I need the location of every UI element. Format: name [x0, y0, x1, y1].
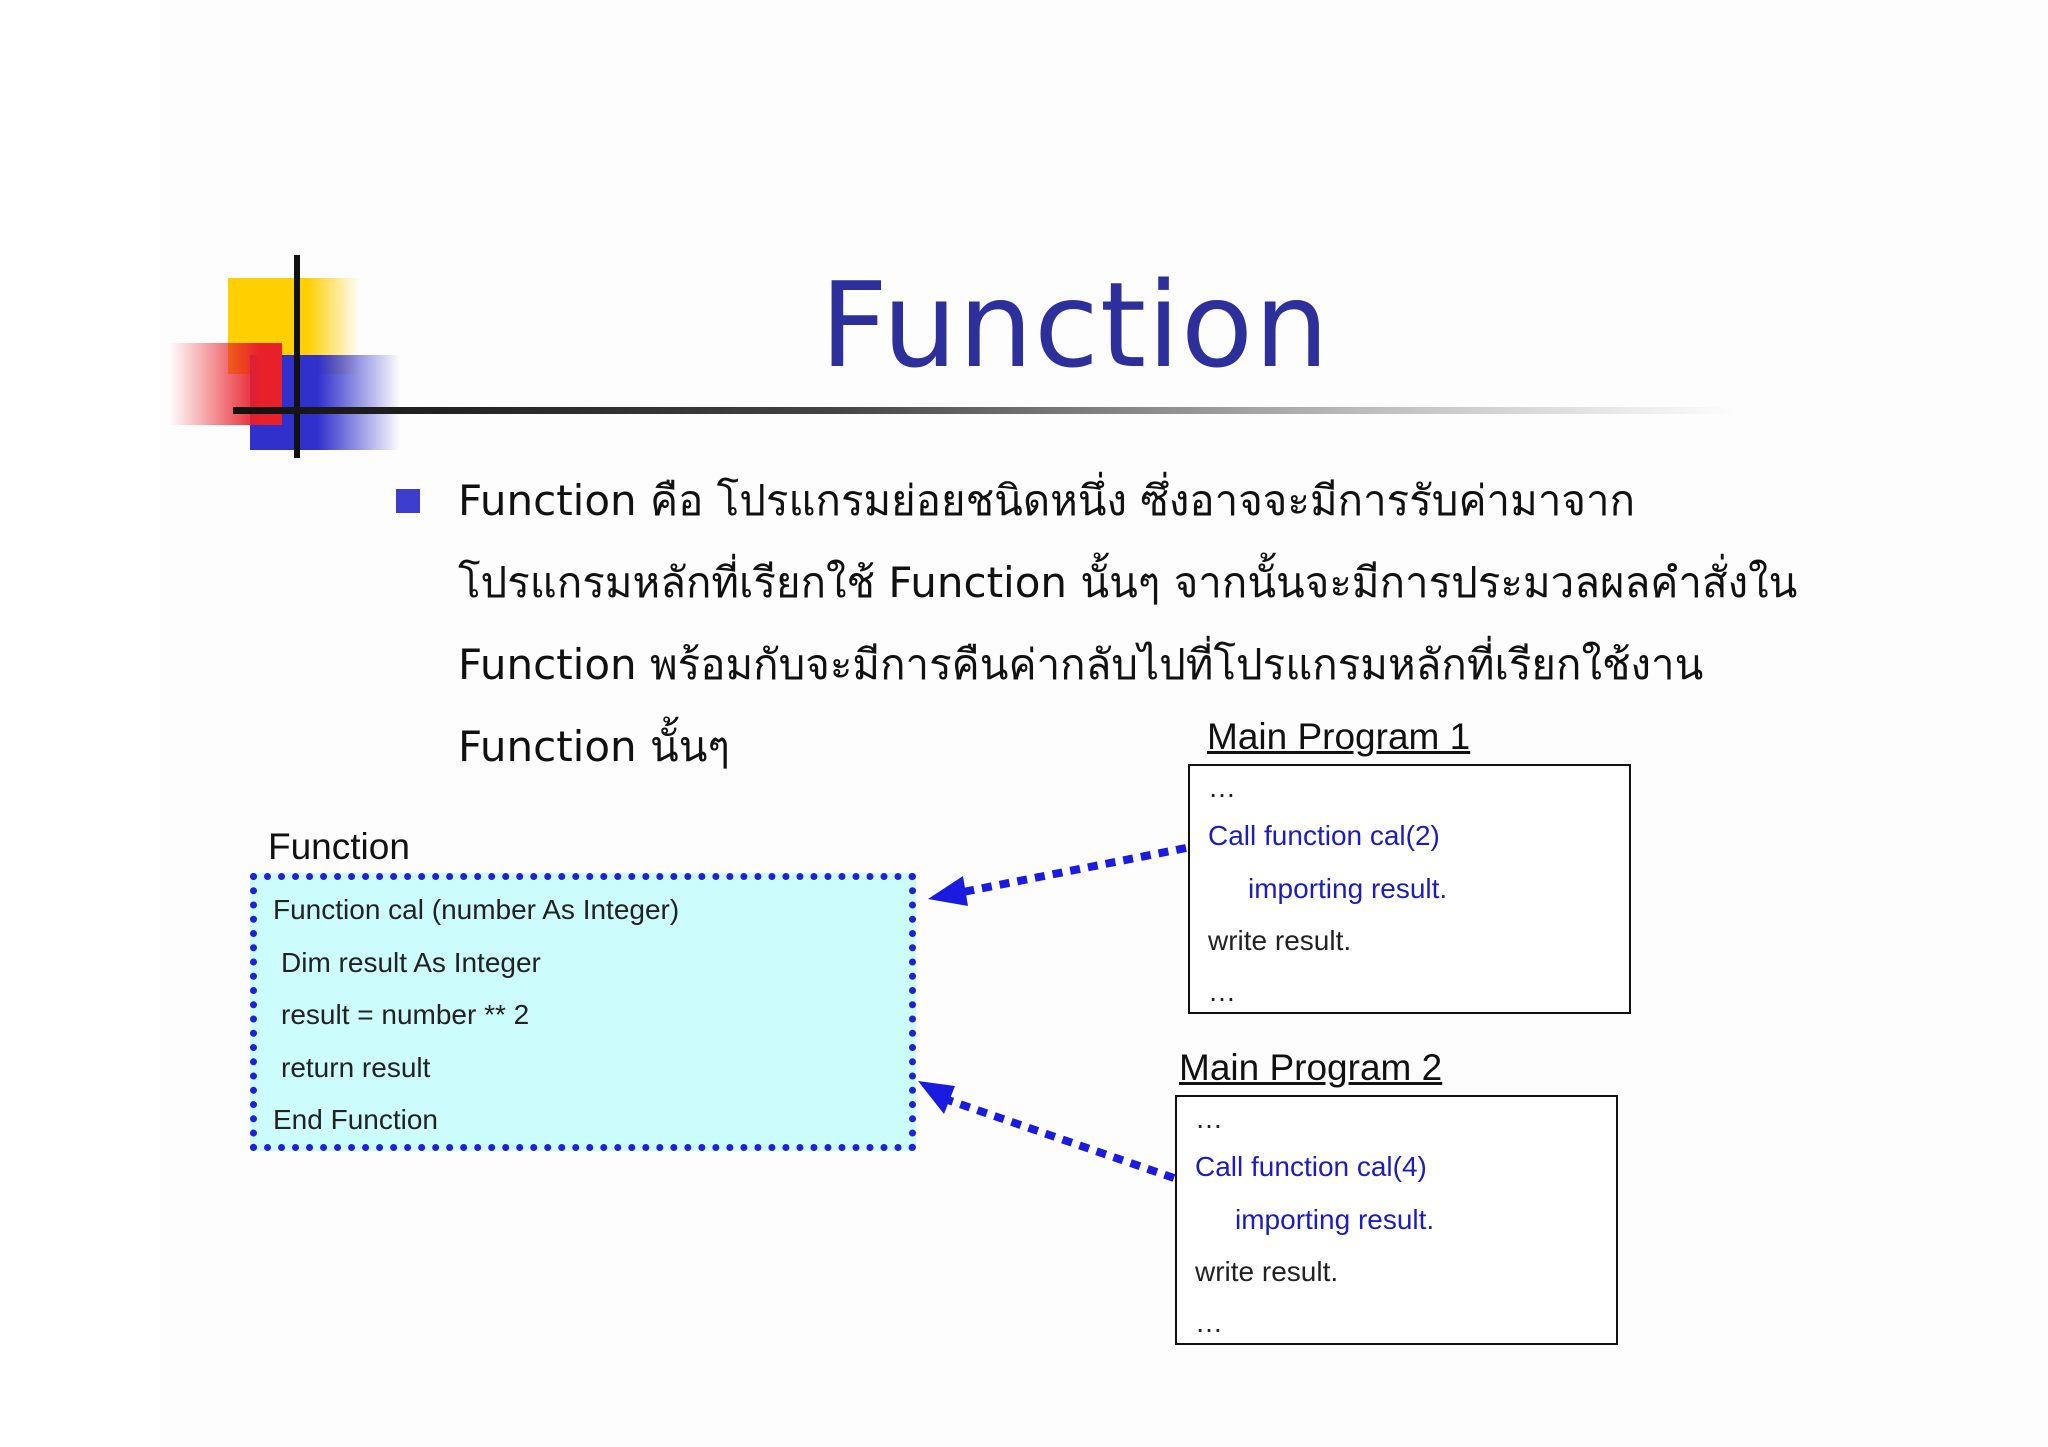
bullet-line: Function นั้นๆ — [458, 706, 1858, 788]
program-code-line: write result. — [1208, 925, 1351, 957]
bullet-line: โปรแกรมหลักที่เรียกใช้ Function นั้นๆ จา… — [458, 542, 1858, 624]
function-code-line: Dim result As Integer — [281, 947, 541, 979]
function-code-line: End Function — [273, 1104, 438, 1136]
function-code-line: Function cal (number As Integer) — [273, 894, 679, 926]
page-title: Function — [820, 260, 1300, 390]
program-code-line: Call function cal(2) — [1208, 820, 1440, 852]
bullet-paragraph: Function คือ โปรแกรมย่อยชนิดหนึ่ง ซึ่งอา… — [458, 460, 1858, 788]
vertical-line — [294, 255, 300, 458]
program-code-line: … — [1208, 772, 1236, 804]
program-code-line: Call function cal(4) — [1195, 1151, 1427, 1183]
program-code-line: … — [1195, 1307, 1223, 1339]
function-box-label: Function — [268, 826, 410, 868]
main-program-2-box: … Call function cal(4) importing result.… — [1175, 1095, 1618, 1345]
main-program-1-box: … Call function cal(2) importing result.… — [1188, 764, 1631, 1014]
main-program-1-label: Main Program 1 — [1207, 716, 1470, 758]
program-code-line: importing result. — [1248, 873, 1447, 905]
bullet-line: Function คือ โปรแกรมย่อยชนิดหนึ่ง ซึ่งอา… — [458, 460, 1858, 542]
function-code-line: result = number ** 2 — [281, 999, 529, 1031]
program-code-line: importing result. — [1235, 1204, 1434, 1236]
corner-logo-decoration — [170, 250, 410, 460]
program-code-line: … — [1195, 1103, 1223, 1135]
main-program-2-label: Main Program 2 — [1179, 1047, 1442, 1089]
bullet-line: Function พร้อมกับจะมีการคืนค่ากลับไปที่โ… — [458, 624, 1858, 706]
program-code-line: … — [1208, 976, 1236, 1008]
bullet-square-icon — [396, 489, 420, 513]
program-code-line: write result. — [1195, 1256, 1338, 1288]
function-code-line: return result — [281, 1052, 430, 1084]
title-underline-rule — [233, 407, 1733, 414]
function-box: Function cal (number As Integer) Dim res… — [250, 873, 916, 1151]
